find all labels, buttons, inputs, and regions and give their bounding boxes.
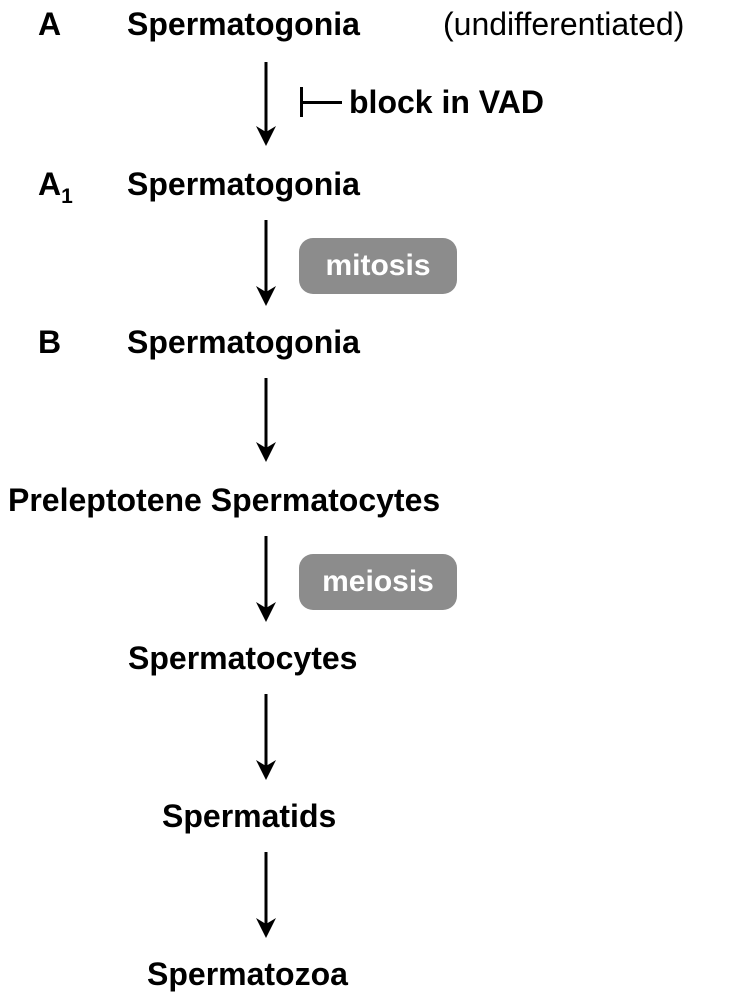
stage-a-label: A [38,6,62,42]
arrow-b-to-preleptotene [256,378,276,462]
arrow-a-to-a1 [256,62,276,146]
stage-a-name: Spermatogonia [127,6,360,42]
block-inhibitor-icon [300,87,342,117]
stage-spermatozoa: Spermatozoa [147,956,348,992]
stage-a1-label: A1 [38,166,73,207]
stage-spermatids: Spermatids [162,798,337,834]
stage-a-note: (undifferentiated) [443,6,685,42]
stage-a1-prefix: A [38,166,62,202]
arrow-spermatids-to-spermatozoa [256,852,276,938]
stage-b-name: Spermatogonia [127,324,360,360]
stage-b-label: B [38,324,62,360]
stage-a1-subscript: 1 [61,185,73,208]
arrow-spermatocytes-to-spermatids [256,694,276,780]
stage-spermatocytes: Spermatocytes [128,640,358,676]
block-in-vad-label: block in VAD [349,84,544,120]
stage-a1-name: Spermatogonia [127,166,360,202]
mitosis-badge: mitosis [299,238,457,294]
arrow-a1-to-b [256,220,276,306]
stage-preleptotene: Preleptotene Spermatocytes [8,482,441,518]
arrow-preleptotene-to-spermatocytes [256,536,276,622]
meiosis-badge: meiosis [299,554,457,610]
